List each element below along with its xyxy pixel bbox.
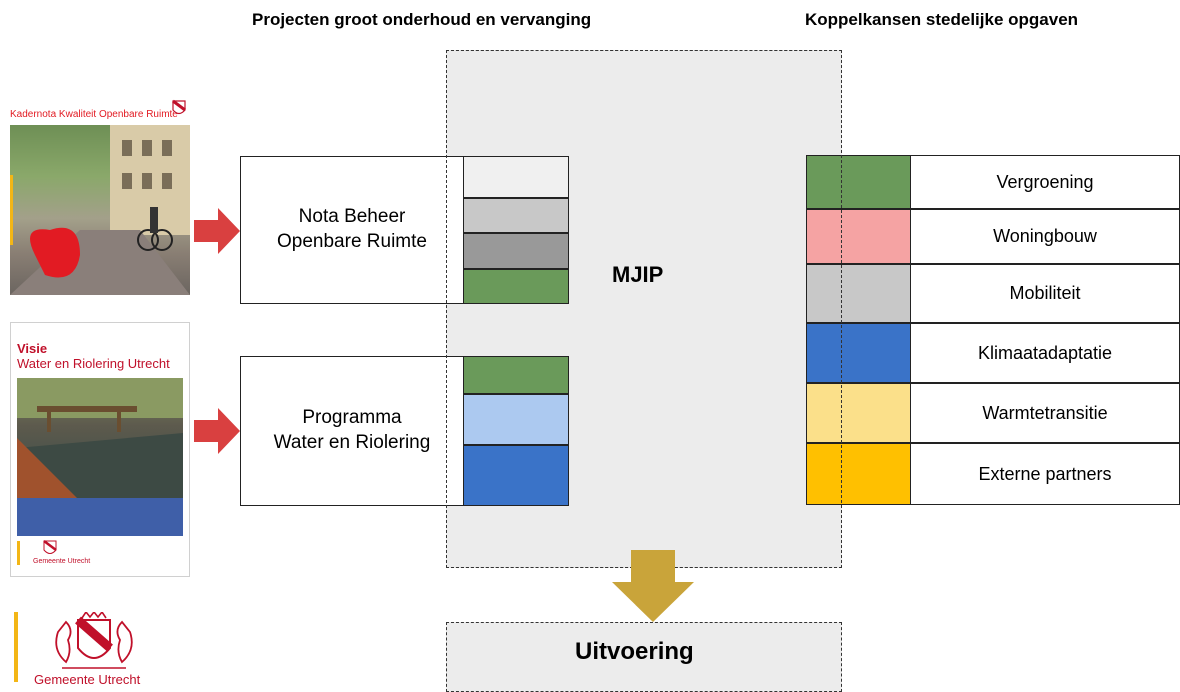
kadernota-document-thumbnail: Kadernota Kwaliteit Openbare Ruimte: [10, 97, 190, 295]
koppelkans-label: Mobiliteit: [911, 264, 1180, 323]
project-bar: [463, 269, 569, 304]
visie-subtitle: Water en Riolering Utrecht: [17, 356, 170, 371]
koppelkans-swatch: [806, 383, 911, 443]
koppelkans-label: Vergroening: [911, 155, 1180, 209]
koppelkans-swatch: [806, 443, 911, 505]
doc1-accent-bar: [10, 175, 13, 245]
red-arrow-icon: [194, 408, 240, 454]
programma-line1: Programma: [302, 407, 402, 429]
nota-beheer-line1: Nota Beheer: [298, 206, 406, 228]
street-scene-image: [10, 125, 190, 295]
programma-water-box: Programma Water en Riolering: [240, 356, 464, 506]
doc2-blue-band: [17, 498, 183, 536]
down-arrow-icon: [612, 550, 694, 622]
koppelkans-row: Mobiliteit: [806, 264, 1180, 323]
doc2-footer-name: Gemeente Utrecht: [33, 558, 91, 565]
project-bar: [463, 198, 569, 233]
visie-water-document-thumbnail: Visie Water en Riolering Utrecht Gemeent…: [10, 322, 190, 577]
koppelkans-row: Vergroening: [806, 155, 1180, 209]
koppelkans-row: Externe partners: [806, 443, 1180, 505]
projects-header: Projecten groot onderhoud en vervanging: [252, 10, 592, 29]
programma-line2: Water en Riolering: [273, 432, 431, 453]
koppelkans-swatch: [806, 155, 911, 209]
kadernota-title: Kadernota Kwaliteit Openbare Ruimte: [10, 109, 178, 120]
koppelkans-row: Warmtetransitie: [806, 383, 1180, 443]
visie-title: Visie: [17, 341, 48, 356]
koppelkansen-header: Koppelkansen stedelijke opgaven: [805, 10, 1079, 29]
project-bar: [463, 233, 569, 269]
koppelkans-label: Klimaatadaptatie: [911, 323, 1180, 383]
project-bar: [463, 356, 569, 394]
uitvoering-label: Uitvoering: [575, 638, 694, 665]
mjip-label: MJIP: [612, 262, 664, 287]
water-scene-image: [17, 378, 183, 498]
nota-beheer-line2: Openbare Ruimte: [277, 231, 427, 252]
koppelkans-swatch: [806, 209, 911, 264]
koppelkans-swatch: [806, 264, 911, 323]
doc2-accent-bar: [17, 541, 20, 565]
utrecht-crest-icon: [172, 99, 186, 115]
red-arrow-icon: [194, 208, 240, 254]
koppelkans-label: Externe partners: [911, 443, 1180, 505]
uitvoering-region: [446, 622, 842, 692]
project-bar: [463, 445, 569, 506]
koppelkans-row: Woningbouw: [806, 209, 1180, 264]
koppelkans-row: Klimaatadaptatie: [806, 323, 1180, 383]
koppelkans-label: Woningbouw: [911, 209, 1180, 264]
koppelkans-label: Warmtetransitie: [911, 383, 1180, 443]
koppelkans-swatch: [806, 323, 911, 383]
project-bar: [463, 156, 569, 198]
doc2-crest-icon: [43, 540, 57, 554]
logo-accent-bar: [14, 612, 18, 682]
project-bar: [463, 394, 569, 445]
nota-beheer-box: Nota Beheer Openbare Ruimte: [240, 156, 464, 304]
logo-name: Gemeente Utrecht: [34, 672, 141, 687]
utrecht-coat-of-arms-icon: [55, 612, 133, 669]
